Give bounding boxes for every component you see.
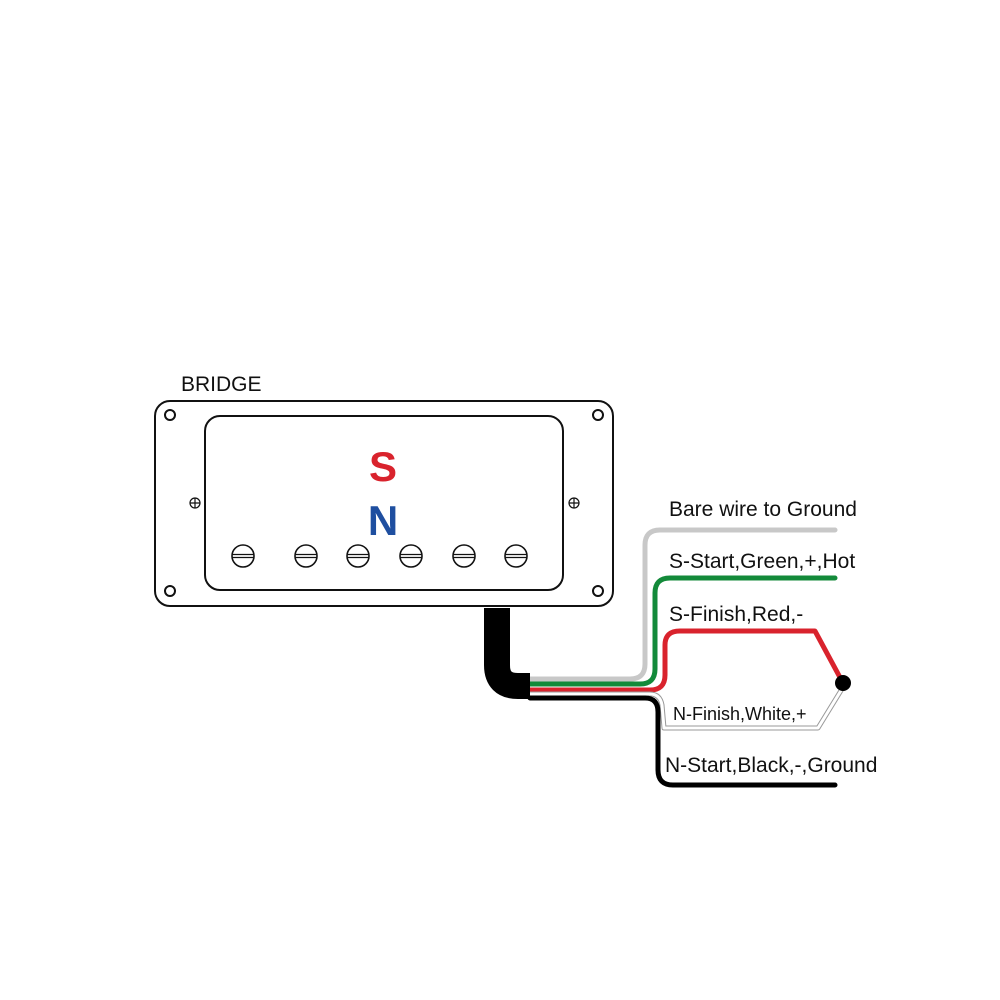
black-wire-label: N-Start,Black,-,Ground bbox=[665, 754, 877, 777]
height-screw-right-icon bbox=[568, 497, 580, 509]
red-wire bbox=[527, 628, 846, 693]
wires bbox=[484, 527, 848, 788]
south-pole-label: S bbox=[369, 443, 397, 490]
pole-screw-icon bbox=[399, 544, 423, 568]
bare-wire-label: Bare wire to Ground bbox=[669, 498, 857, 521]
bare-wire bbox=[527, 527, 838, 682]
pole-screw-icon bbox=[504, 544, 528, 568]
white-wire-label: N-Finish,White,+ bbox=[673, 704, 807, 724]
bridge-label: BRIDGE bbox=[181, 373, 262, 396]
mounting-hole-icon bbox=[164, 409, 176, 421]
mounting-hole-icon bbox=[592, 409, 604, 421]
green-wire bbox=[527, 575, 838, 687]
pole-screw-icon bbox=[346, 544, 370, 568]
pickup-mounting-ring bbox=[154, 400, 614, 607]
cable-jacket bbox=[484, 608, 531, 699]
mounting-hole-icon bbox=[164, 585, 176, 597]
black-wire bbox=[527, 695, 838, 788]
white-wire bbox=[528, 682, 847, 730]
mounting-hole-icon bbox=[592, 585, 604, 597]
solder-joint-icon bbox=[835, 675, 851, 691]
green-wire-label: S-Start,Green,+,Hot bbox=[669, 550, 855, 573]
red-wire-label: S-Finish,Red,- bbox=[669, 603, 803, 626]
pole-screw-icon bbox=[294, 544, 318, 568]
pole-screws bbox=[231, 544, 528, 568]
pole-screw-icon bbox=[231, 544, 255, 568]
height-screw-left-icon bbox=[189, 497, 201, 509]
pickup-cover bbox=[204, 415, 564, 591]
north-pole-label: N bbox=[368, 497, 398, 544]
pole-screw-icon bbox=[452, 544, 476, 568]
